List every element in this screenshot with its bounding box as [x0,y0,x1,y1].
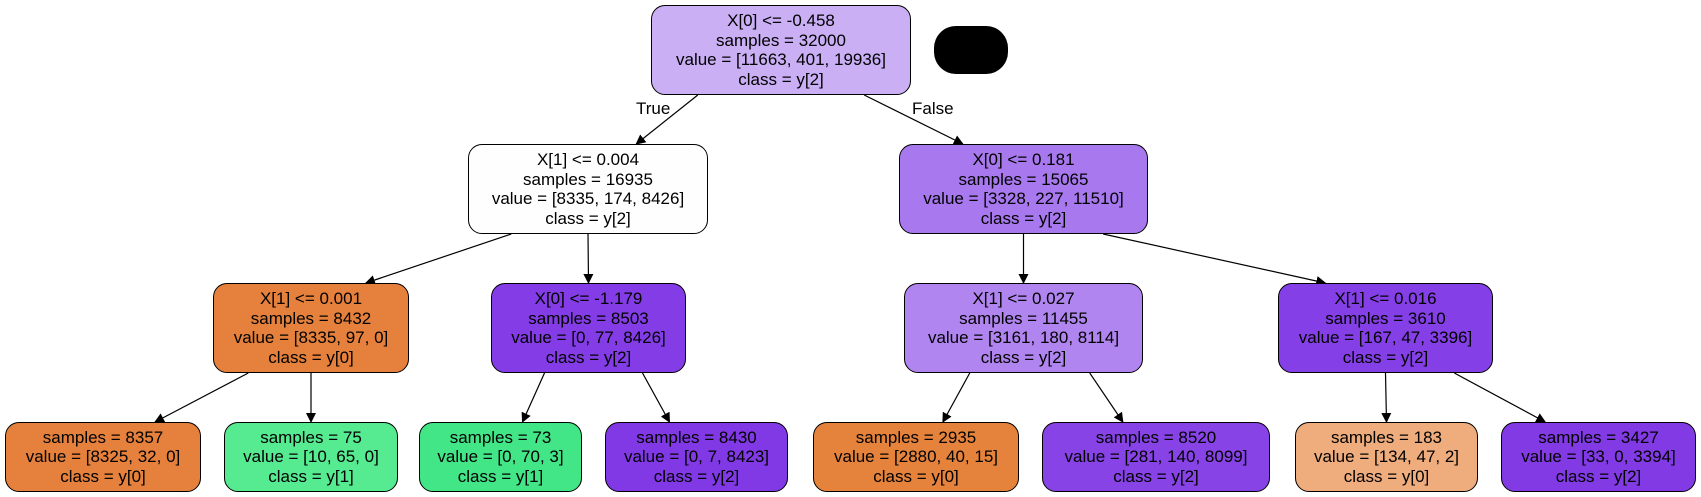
node-text-line: samples = 11455 [959,308,1088,328]
tree-edge-n8-n12 [1103,233,1327,286]
node-text-line: class = y[2] [980,208,1067,228]
node-text-line: value = [2880, 40, 15] [834,447,998,467]
node-text-line: class = y[0] [1343,466,1430,486]
node-text-line: value = [0, 70, 3] [437,447,564,467]
node-text-line: samples = 8432 [250,308,372,328]
node-text-line: samples = 8520 [1095,427,1217,447]
tree-edge-n2-n3 [154,372,249,423]
node-text-line: X[0] <= 0.181 [972,150,1075,169]
node-text-line: samples = 8430 [636,427,757,447]
node-text-line: X[1] <= 0.001 [259,289,363,308]
node-text-line: value = [33, 0, 3394] [1521,447,1676,467]
tree-edge-n9-n10 [942,372,971,423]
tree-edge-n0-n8 [863,94,964,145]
node-text-line: class = y[0] [268,347,354,367]
node-text-line: class = y[2] [980,347,1067,367]
node-text-line: X[1] <= 0.016 [1334,289,1437,308]
node-text-line: value = [134, 47, 2] [1313,447,1460,467]
node-text-line: X[0] <= -1.179 [534,289,643,308]
node-text-line: value = [8325, 32, 0] [25,447,181,467]
node-text-line: X[1] <= 0.027 [972,289,1075,308]
tree-edge-n5-n6 [521,372,546,423]
node-text-line: value = [167, 47, 3396] [1298,328,1473,347]
node-text-line: class = y[1] [268,466,354,486]
node-text-line: samples = 183 [1330,427,1443,447]
node-text-line: samples = 3610 [1325,308,1446,328]
node-text-line: class = y[0] [873,466,959,486]
node-text-line: value = [3161, 180, 8114] [927,328,1120,347]
tree-edge-n9-n11 [1089,372,1124,423]
redacted-black-box [934,26,1008,74]
node-text-line: value = [0, 7, 8423] [623,447,770,467]
node-text-line: samples = 8503 [528,308,649,328]
tree-edge-n5-n7 [641,372,671,423]
node-text-line: value = [10, 65, 0] [243,447,379,467]
node-text-line: class = y[2] [545,347,632,367]
node-text-line: value = [281, 140, 8099] [1064,447,1248,467]
node-text-line: value = [0, 77, 8426] [511,328,666,347]
edge-label-false: False [912,99,954,118]
tree-edge-n1-n2 [364,233,512,285]
node-text-line: value = [11663, 401, 19936] [675,50,886,69]
node-text-line: class = y[2] [738,69,824,89]
node-text-line: class = y[2] [1555,466,1642,486]
tree-edge-n0-n1 [635,94,699,145]
node-text-line: class = y[2] [653,466,740,486]
node-text-line: value = [3328, 227, 11510] [923,189,1124,208]
node-text-line: X[0] <= -0.458 [727,11,835,30]
node-text-line: class = y[2] [1342,347,1429,367]
node-text-line: value = [8335, 174, 8426] [491,189,685,208]
node-text-line: class = y[2] [545,208,631,228]
tree-edge-n12-n13 [1381,372,1392,423]
tree-edge-n12-n14 [1454,372,1547,423]
node-text-line: X[1] <= 0.004 [536,150,640,169]
node-text-line: samples = 32000 [716,30,846,50]
node-text-line: class = y[0] [60,466,146,486]
node-text-line: samples = 15065 [958,169,1089,189]
node-text-line: samples = 73 [449,427,552,447]
node-text-line: samples = 2935 [855,427,977,447]
node-text-line: samples = 16935 [523,169,653,189]
node-text-line: class = y[2] [1113,466,1199,486]
node-text-line: samples = 8357 [42,427,164,447]
node-text-line: value = [8335, 97, 0] [233,328,389,347]
edge-label-true: True [636,99,671,118]
node-text-line: class = y[1] [457,466,544,486]
node-text-line: samples = 75 [260,427,362,447]
node-text-line: samples = 3427 [1538,427,1659,447]
tree-edge-n1-n5 [583,233,594,284]
